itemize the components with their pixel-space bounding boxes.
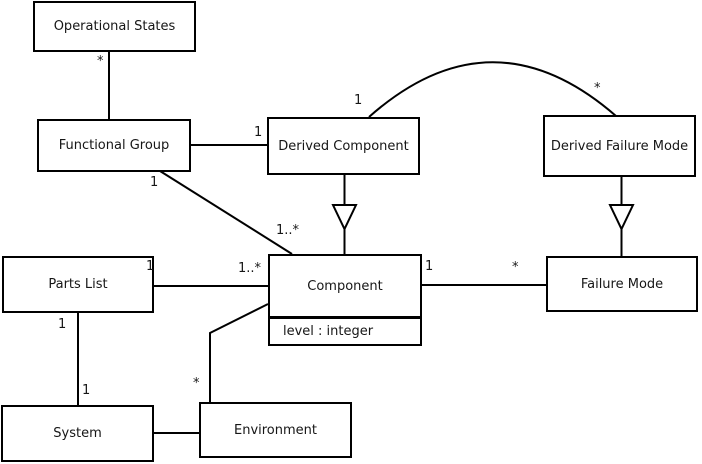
multiplicity-arc-dc-one: 1 — [354, 93, 363, 108]
class-attribute: level : integer — [283, 324, 374, 339]
multiplicity-pl-comp-one: 1 — [146, 259, 155, 274]
class-derived-component: Derived Component — [267, 117, 420, 175]
edge-derived-component-derived-failure-mode — [368, 61, 617, 118]
multiplicity-fg-comp-many: 1..* — [276, 223, 300, 238]
class-parts-list: Parts List — [2, 256, 154, 313]
class-name: Parts List — [48, 277, 108, 292]
class-name: System — [53, 426, 102, 441]
class-failure-mode: Failure Mode — [546, 256, 698, 312]
class-attribute-compartment: level : integer — [270, 319, 420, 344]
edge-functional-group-component — [159, 170, 293, 255]
class-functional-group: Functional Group — [37, 119, 191, 172]
multiplicity-arc-dfm-star: * — [594, 81, 601, 96]
class-component: Component level : integer — [268, 254, 422, 346]
class-name: Functional Group — [58, 138, 170, 153]
generalization-triangle-component — [331, 204, 358, 232]
generalization-triangle-failure-mode — [608, 204, 635, 232]
class-name: Failure Mode — [580, 276, 664, 292]
class-operational-states: Operational States — [33, 1, 196, 52]
multiplicity-comp-fm-star: * — [512, 260, 519, 275]
class-environment: Environment — [199, 402, 352, 458]
class-name: Derived Component — [278, 138, 409, 154]
multiplicity-pl-sys-one-bot: 1 — [82, 383, 91, 398]
class-name: Environment — [233, 422, 317, 438]
multiplicity-fg-comp-one: 1 — [150, 175, 159, 190]
multiplicity-pl-sys-one-top: 1 — [58, 317, 67, 332]
multiplicity-pl-comp-many: 1..* — [238, 261, 262, 276]
class-name: Component — [307, 278, 383, 294]
edge-environment-component — [209, 303, 269, 402]
class-derived-failure-mode: Derived Failure Mode — [543, 115, 696, 177]
multiplicity-fg-dc-one: 1 — [254, 125, 263, 140]
multiplicity-os-fg-star: * — [97, 54, 104, 69]
multiplicity-env-comp-star: * — [193, 376, 200, 391]
class-name: Derived Failure Mode — [550, 138, 689, 154]
multiplicity-comp-fm-one: 1 — [425, 259, 434, 274]
class-system: System — [1, 405, 154, 462]
class-name: Operational States — [53, 19, 176, 34]
class-name-compartment: Component — [270, 256, 420, 319]
